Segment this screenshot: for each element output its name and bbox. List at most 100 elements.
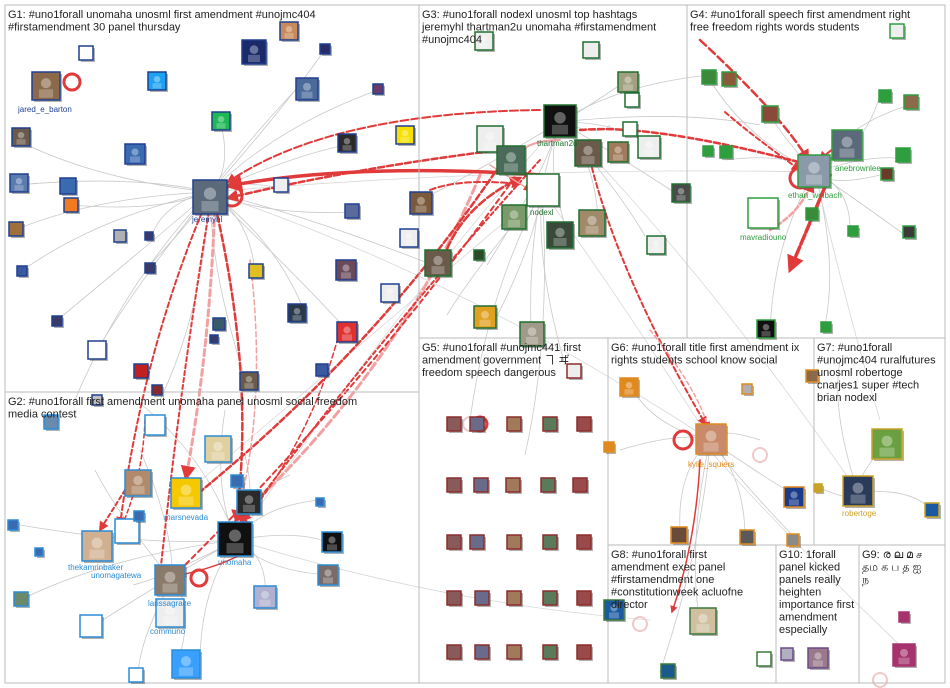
- node-avatar[interactable]: [702, 145, 715, 158]
- node-avatar[interactable]: [144, 262, 157, 275]
- node-avatar[interactable]: [133, 510, 146, 523]
- node-avatar[interactable]: [603, 441, 616, 454]
- node-avatar[interactable]: [578, 209, 607, 238]
- node-avatar[interactable]: [446, 590, 463, 607]
- node-avatar[interactable]: [582, 41, 601, 60]
- node-avatar[interactable]: [878, 89, 893, 104]
- node-avatar[interactable]: [133, 363, 150, 380]
- node-twitter-logo[interactable]: [147, 71, 168, 92]
- node-avatar[interactable]: [399, 228, 420, 249]
- node-avatar[interactable]: [43, 414, 60, 431]
- node-avatar[interactable]: [31, 71, 62, 102]
- node-avatar[interactable]: [902, 225, 917, 240]
- node-avatar[interactable]: [13, 591, 30, 608]
- node-avatar[interactable]: [11, 127, 32, 148]
- node-snapchat-logo[interactable]: [395, 125, 416, 146]
- node-avatar[interactable]: [474, 31, 495, 52]
- node-avatar[interactable]: [617, 71, 640, 94]
- node-avatar[interactable]: [469, 416, 486, 433]
- node-avatar[interactable]: [805, 369, 820, 384]
- node-avatar[interactable]: [124, 469, 153, 498]
- node-ap-logo[interactable]: [756, 651, 773, 668]
- node-jeremyhl-avatar[interactable]: [192, 179, 229, 216]
- node-avatar[interactable]: [409, 191, 434, 216]
- node-avatar[interactable]: [542, 416, 559, 433]
- node-avatar[interactable]: [230, 474, 245, 489]
- node-avatar[interactable]: [622, 121, 639, 138]
- node-avatar[interactable]: [895, 147, 912, 164]
- node-avatar[interactable]: [295, 77, 320, 102]
- node-avatar[interactable]: [380, 283, 401, 304]
- node-avatar[interactable]: [319, 43, 332, 56]
- node-avatar[interactable]: [807, 647, 830, 670]
- node-avatar[interactable]: [128, 667, 145, 684]
- node-avatar[interactable]: [576, 534, 593, 551]
- node-avatar[interactable]: [79, 614, 104, 639]
- node-thekamrinbaker-avatar[interactable]: [81, 530, 114, 563]
- node-avatar[interactable]: [903, 94, 920, 111]
- node-avatar[interactable]: [144, 231, 155, 242]
- node-avatar[interactable]: [204, 435, 233, 464]
- node-linkedin-logo[interactable]: [924, 502, 941, 519]
- node-avatar[interactable]: [473, 305, 498, 330]
- node-avatar[interactable]: [689, 607, 718, 636]
- node-avatar[interactable]: [9, 173, 30, 194]
- node-avatar[interactable]: [566, 363, 583, 380]
- node-avatar[interactable]: [786, 533, 801, 548]
- node-kylie-squiers-avatar[interactable]: [695, 423, 728, 456]
- node-avatar[interactable]: [446, 416, 463, 433]
- node-avatar[interactable]: [87, 340, 108, 361]
- node-marsnevada-logo[interactable]: [170, 477, 203, 510]
- node-avatar[interactable]: [16, 265, 29, 278]
- node-avatar[interactable]: [236, 489, 263, 516]
- node-avatar[interactable]: [607, 141, 630, 164]
- node-avatar[interactable]: [253, 585, 278, 610]
- node-avatar[interactable]: [63, 197, 80, 214]
- node-avatar[interactable]: [501, 204, 528, 231]
- node-avatar[interactable]: [671, 183, 692, 204]
- node-thehill-logo[interactable]: [783, 486, 806, 509]
- node-avatar[interactable]: [335, 259, 358, 282]
- node-communo-logo[interactable]: [155, 598, 186, 629]
- node-avatar[interactable]: [646, 235, 667, 256]
- node-avatar[interactable]: [248, 263, 265, 280]
- node-avatar[interactable]: [34, 547, 45, 558]
- node-avatar[interactable]: [719, 145, 734, 160]
- node-avatar[interactable]: [572, 477, 589, 494]
- node-avatar[interactable]: [144, 414, 167, 437]
- node-avatar[interactable]: [446, 534, 463, 551]
- node-larissagrace-avatar[interactable]: [154, 564, 187, 597]
- node-avatar[interactable]: [321, 531, 344, 554]
- node-avatar[interactable]: [576, 644, 593, 661]
- node-avatar[interactable]: [542, 534, 559, 551]
- node-channel7-logo[interactable]: [241, 39, 268, 66]
- node-avatar[interactable]: [805, 207, 820, 222]
- node-avatar[interactable]: [424, 249, 453, 278]
- node-avatar[interactable]: [761, 105, 780, 124]
- node-avatar[interactable]: [315, 497, 326, 508]
- node-thartman2u-logo[interactable]: [543, 104, 578, 139]
- node-avatar[interactable]: [624, 92, 641, 109]
- node-avatar[interactable]: [542, 644, 559, 661]
- node-avatar[interactable]: [603, 599, 626, 622]
- node-avatar[interactable]: [113, 229, 128, 244]
- node-avatar[interactable]: [337, 133, 358, 154]
- node-avatar[interactable]: [212, 317, 227, 332]
- node-spotify-logo[interactable]: [211, 111, 232, 132]
- node-avatar[interactable]: [701, 69, 718, 86]
- node-avatar[interactable]: [576, 416, 593, 433]
- node-nodexl-logo[interactable]: [526, 173, 561, 208]
- node-avatar[interactable]: [756, 319, 777, 340]
- node-heart-icon[interactable]: [336, 321, 359, 344]
- node-avatar[interactable]: [721, 71, 738, 88]
- node-avatar[interactable]: [446, 477, 463, 494]
- node-avatar[interactable]: [496, 145, 527, 176]
- node-chart-icon[interactable]: [871, 428, 904, 461]
- node-avatar[interactable]: [619, 377, 640, 398]
- node-avatar[interactable]: [574, 139, 603, 168]
- node-avatar[interactable]: [506, 590, 523, 607]
- node-avatar[interactable]: [91, 394, 104, 407]
- node-avatar[interactable]: [473, 477, 490, 494]
- node-gateway-logo[interactable]: [114, 518, 141, 545]
- node-avatar[interactable]: [317, 564, 340, 587]
